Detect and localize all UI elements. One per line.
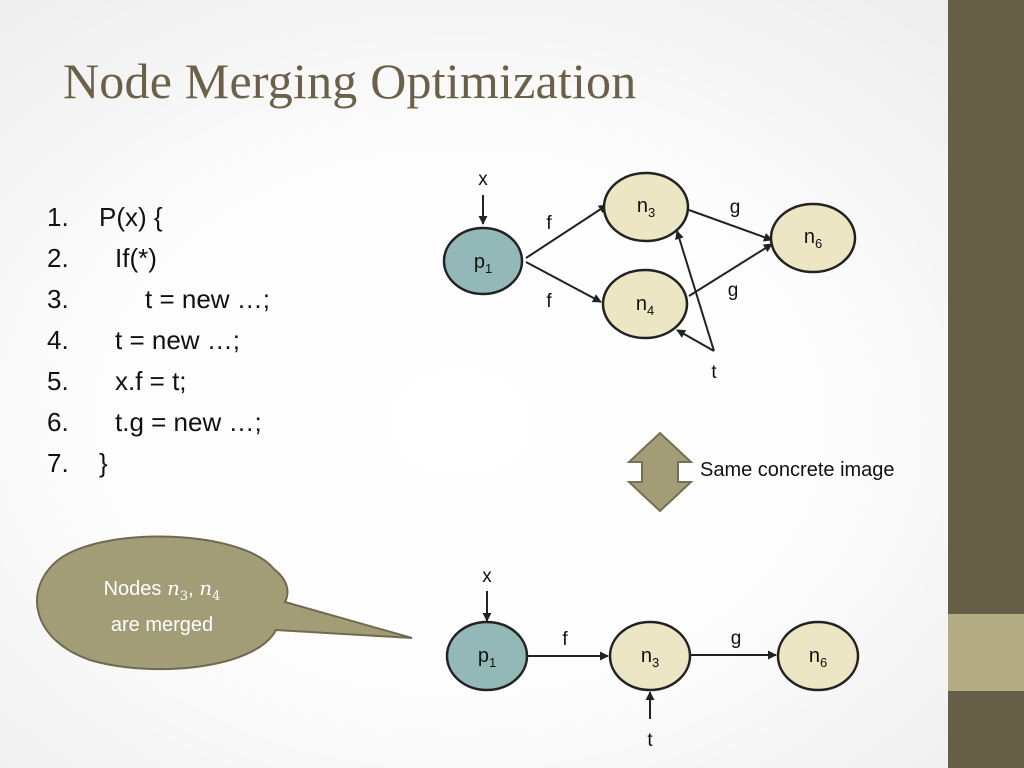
line-number: 6. [47,407,69,437]
callout-prefix: Nodes [103,578,167,600]
node-p1-label: p1 [474,251,492,276]
code-line: 5. x.f = t; [47,361,187,402]
code-text: t = new …; [115,325,240,355]
line-number: 3. [47,284,69,314]
code-text: P(x) { [99,202,163,232]
code-line: 1. P(x) { [47,197,163,238]
top-graph: p1 n3 n4 n6 x f f g g t [442,169,857,383]
label-g-upper: g [730,197,741,218]
node-n6-label: n6 [809,645,827,670]
callout-text: Nodes n3, n4 are merged [72,574,252,640]
callout-var-n3: n3 [166,576,189,604]
label-f-lower: f [546,291,552,312]
node-n4 [601,268,689,340]
label-f-upper: f [546,213,552,234]
double-arrow-icon [626,431,694,513]
code-line: 3. t = new …; [47,279,270,320]
node-n6 [769,202,857,274]
edge-t-n4 [676,329,715,352]
edge-p1-n3 [525,204,608,259]
slide-title: Node Merging Optimization [63,53,637,109]
code-text: } [99,448,108,478]
line-number: 4. [47,325,69,355]
line-number: 1. [47,202,69,232]
sidebar-accent-block [948,614,1024,691]
label-t: t [711,362,717,383]
edge-n3-n6 [688,209,773,242]
edge-t-n3 [675,230,715,352]
code-text: t = new …; [145,284,270,314]
node-p1 [442,226,524,296]
node-p1 [445,620,529,692]
node-n3-label: n3 [641,645,659,670]
code-line: 7.} [47,443,108,484]
bottom-graph: p1 n3 n6 x f g t [445,566,860,751]
node-n3 [608,620,692,692]
node-n6-label: n6 [804,226,822,251]
edge-p1-n4 [525,261,602,303]
callout-var-n4: n4 [199,576,221,604]
line-number: 7. [47,448,69,478]
code-line: 2. If(*) [47,238,157,279]
node-n4-label: n4 [636,293,654,318]
node-n6 [776,620,860,692]
node-n3 [602,171,690,243]
code-line: 6. t.g = new …; [47,402,262,443]
label-t: t [647,730,653,751]
line-number: 2. [47,243,69,273]
callout-bubble [35,535,413,671]
code-text: t.g = new …; [115,407,262,437]
code-listing: 1. P(x) { 2. If(*) 3. t = new …; 4. t = new … [47,197,270,484]
code-text: x.f = t; [115,366,187,396]
callout-separator: , [188,578,194,600]
node-p1-label: p1 [478,645,496,670]
label-g-lower: g [728,280,739,301]
edge-n4-n6 [688,243,773,297]
callout-line-1: Nodes n3, n4 [72,574,252,611]
node-n3-label: n3 [637,195,655,220]
code-line: 4. t = new …; [47,320,240,361]
label-f: f [562,629,568,650]
callout-line-2: are merged [110,614,214,636]
label-x: x [478,169,488,190]
code-text: If(*) [115,243,157,273]
label-g: g [731,628,742,649]
label-x: x [482,566,492,587]
equivalence-label: Same concrete image [700,459,895,481]
line-number: 5. [47,366,69,396]
